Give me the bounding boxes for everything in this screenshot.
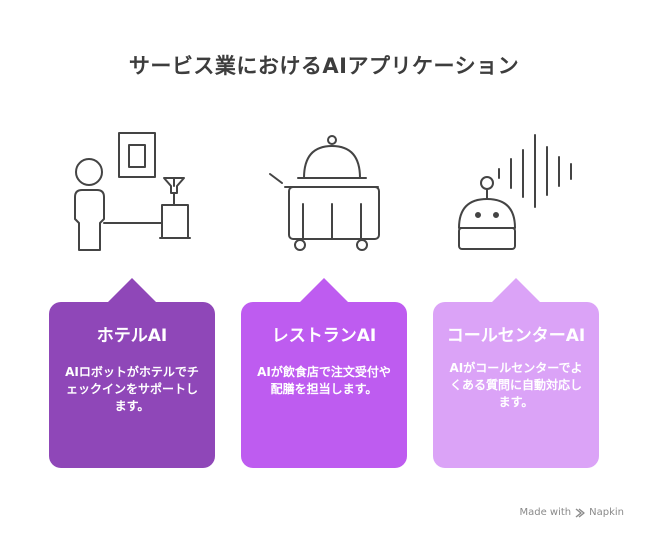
card-restaurant-ai: レストランAI AIが飲食店で注文受付や配膳を担当します。 (241, 302, 407, 468)
napkin-logo-icon (575, 507, 585, 518)
hotel-reception-icon (74, 132, 191, 251)
food-service-cart-icon (269, 135, 380, 251)
card-description: AIが飲食店で注文受付や配膳を担当します。 (257, 365, 391, 396)
footer-credit: Made with Napkin (519, 507, 624, 518)
card-call-center-ai: コールセンターAI AIがコールセンターでよくある質問に自動対応します。 (433, 302, 599, 468)
card-title: ホテルAI (96, 326, 168, 346)
card-pointer-hotel (108, 278, 156, 302)
robot-voice-icon (458, 134, 572, 250)
card-title: レストランAI (271, 326, 377, 346)
card-title: コールセンターAI (446, 326, 586, 346)
page-title: サービス業におけるAIアプリケーション (128, 54, 520, 78)
brand-label: Napkin (589, 507, 624, 518)
card-pointer-restaurant (300, 278, 348, 302)
made-with-label: Made with (519, 507, 572, 518)
card-pointer-call-center (492, 278, 540, 302)
card-description: AIがコールセンターでよくある質問に自動対応します。 (449, 361, 583, 409)
card-description: AIロボットがホテルでチェックインをサポートします。 (65, 365, 199, 413)
card-hotel-ai: ホテルAI AIロボットがホテルでチェックインをサポートします。 (49, 302, 215, 468)
